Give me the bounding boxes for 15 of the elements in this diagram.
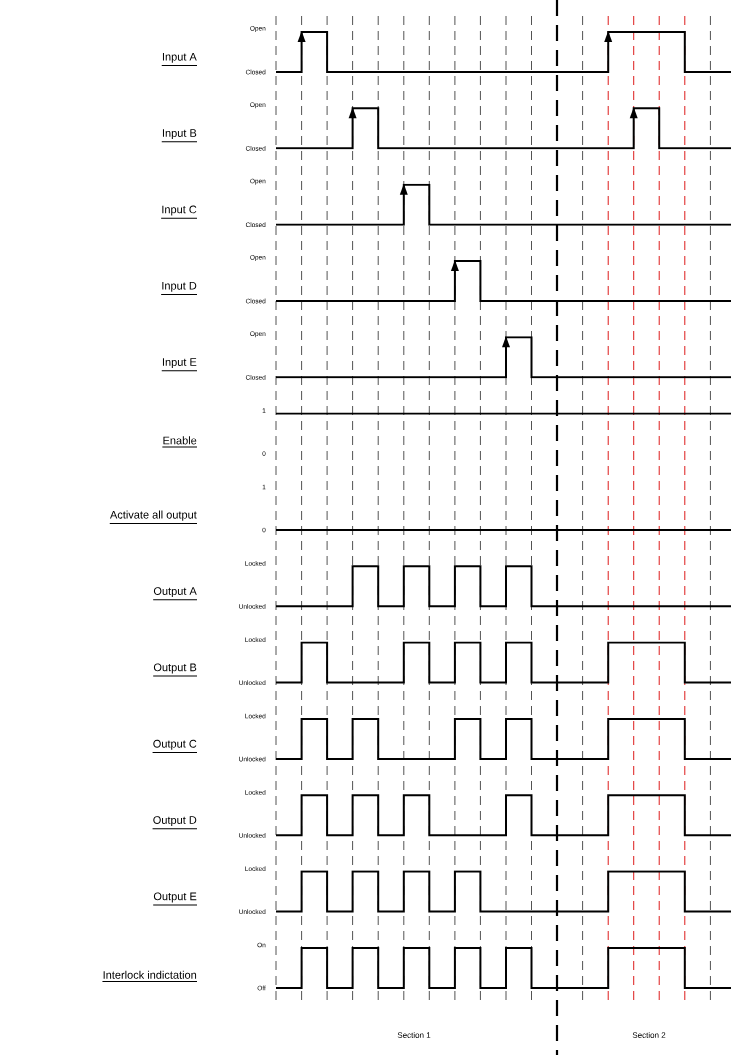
section-label: Section 2 (632, 1032, 666, 1038)
signal-name: Output E (152, 892, 198, 906)
signal-name: Enable (161, 436, 198, 448)
signal-name: Interlock indictation (101, 970, 198, 982)
signal-name: Input B (161, 129, 198, 143)
signal-name: Input A (161, 52, 198, 66)
section-label: Section 1 (397, 1032, 431, 1038)
signal-name: Output A (152, 587, 198, 601)
signal-name: Input E (161, 358, 198, 372)
signal-name: Input C (160, 205, 198, 219)
signal-name: Activate all output (109, 510, 198, 524)
signal-name: Output D (152, 816, 198, 830)
signal-name: Input D (160, 281, 198, 295)
signal-name: Output C (152, 739, 198, 753)
signal-name: Output B (152, 663, 198, 677)
